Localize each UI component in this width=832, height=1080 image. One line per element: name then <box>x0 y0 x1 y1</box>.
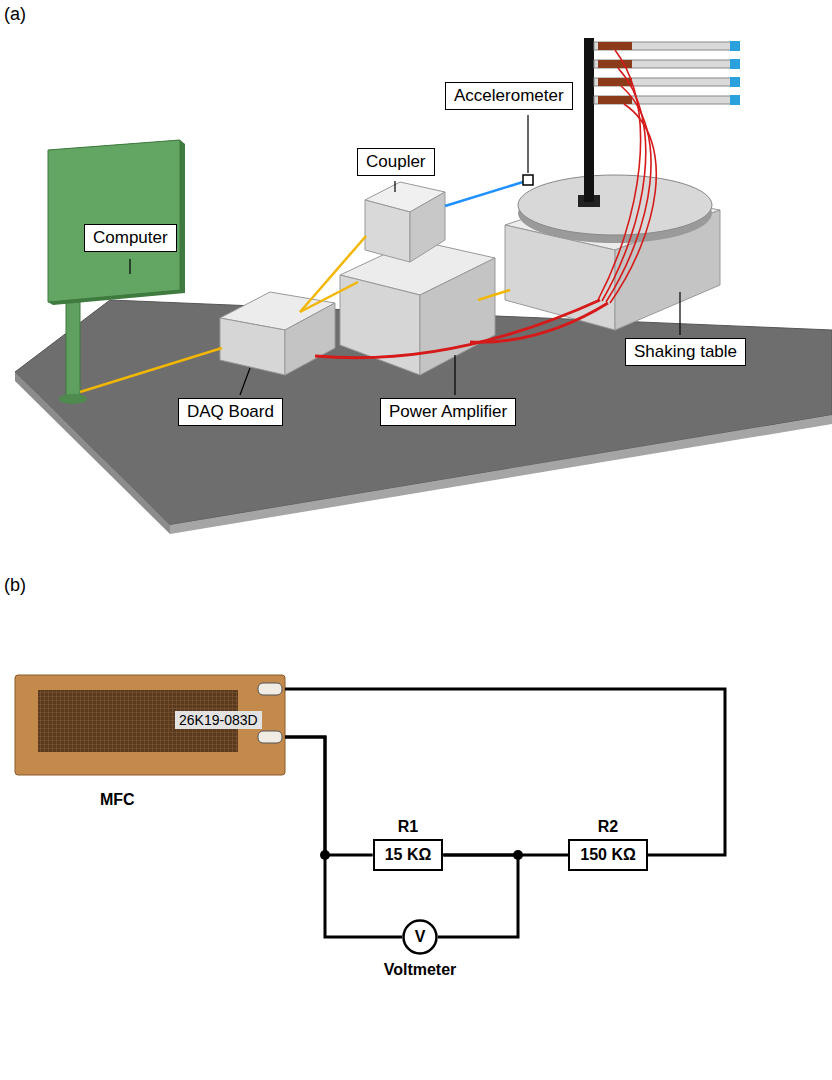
panel-label: (b) <box>4 575 26 596</box>
callout-label: Shaking table <box>625 338 746 366</box>
clamp <box>584 38 594 202</box>
accelerometer-cable <box>445 182 523 206</box>
junction-dot <box>320 850 330 860</box>
computer-screen <box>48 140 180 302</box>
mfc-terminal <box>258 731 282 743</box>
resistor-name: R1 <box>398 817 418 836</box>
mfc-terminal <box>258 683 282 695</box>
daq-box <box>285 303 335 375</box>
voltmeter-symbol: VVoltmeter <box>402 919 438 955</box>
circuit-wire <box>285 689 725 855</box>
label-text: Accelerometer <box>454 86 564 106</box>
mfc-transducer: 26K19-083DMFC <box>15 675 285 775</box>
daq-box <box>220 318 285 375</box>
callout-label: Power Amplifier <box>380 398 516 426</box>
meter-symbol: V <box>415 928 426 946</box>
resistor-symbol: R115 KΩ <box>373 839 444 870</box>
coupler-box <box>410 192 445 262</box>
part-name: MFC <box>100 791 135 809</box>
accelerometer <box>523 175 533 185</box>
amplifier-box <box>340 275 420 375</box>
part-number: 26K19-083D <box>175 711 262 729</box>
label-text: DAQ Board <box>187 402 274 422</box>
beam <box>594 77 740 87</box>
computer-stand-base <box>59 394 87 404</box>
beam <box>594 41 740 51</box>
label-text: Computer <box>93 228 168 248</box>
amplifier-box <box>420 258 495 375</box>
plate-edge <box>170 415 832 534</box>
panel-label: (a) <box>4 4 26 25</box>
label-text: Shaking table <box>634 342 737 362</box>
computer-stand <box>66 298 80 398</box>
callout-label: Coupler <box>357 148 435 176</box>
meter-name: Voltmeter <box>384 961 457 979</box>
resistor-name: R2 <box>598 817 618 836</box>
circuit-wire <box>438 855 518 937</box>
beam <box>594 59 740 69</box>
label-text: Coupler <box>366 152 426 172</box>
mfc-patch <box>15 675 285 775</box>
callout-label: DAQ Board <box>178 398 283 426</box>
resistor-value: 150 KΩ <box>580 845 636 864</box>
junction-dot <box>513 850 523 860</box>
callout-label: Computer <box>84 224 177 252</box>
cable <box>80 236 510 392</box>
circuit-wire <box>285 737 402 937</box>
circuit-wire <box>285 737 373 855</box>
coupler-box <box>365 200 410 262</box>
voltmeter-circle <box>404 921 437 954</box>
resistor-symbol: R2150 KΩ <box>568 839 648 870</box>
shaker-disk <box>518 175 712 235</box>
computer-screen-side <box>48 140 185 305</box>
callout-label: Accelerometer <box>445 82 573 110</box>
label-text: Power Amplifier <box>389 402 507 422</box>
leader-line <box>130 115 680 395</box>
resistor-value: 15 KΩ <box>385 845 432 864</box>
plate-edge <box>15 372 170 534</box>
beam <box>594 95 740 105</box>
signal-wire <box>315 50 656 358</box>
